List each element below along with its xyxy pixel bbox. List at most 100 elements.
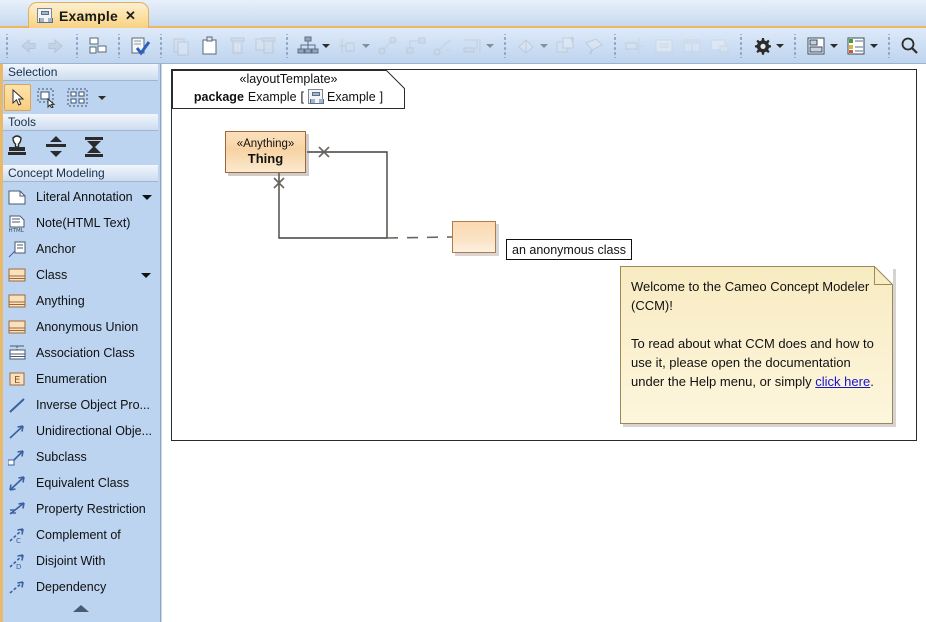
- forward-icon[interactable]: [43, 33, 69, 59]
- grid-icon[interactable]: [679, 33, 705, 59]
- palette-item-label: Enumeration: [36, 372, 107, 386]
- rubber-band-select-icon[interactable]: [34, 84, 61, 111]
- class-stereotype: «Anything»: [236, 138, 295, 150]
- toolbar-grip[interactable]: [501, 33, 509, 58]
- toolbar-grip[interactable]: [157, 33, 165, 58]
- legend-icon[interactable]: [843, 33, 869, 59]
- delete-all-icon[interactable]: [253, 33, 279, 59]
- toolbar-grip[interactable]: [611, 33, 619, 58]
- line-style-oblique-icon[interactable]: [431, 33, 457, 59]
- toolbar-grip[interactable]: [737, 33, 745, 58]
- palette-item-association-class[interactable]: Association Class: [0, 340, 160, 366]
- search-icon[interactable]: [897, 33, 923, 59]
- chevron-down-icon[interactable]: [830, 43, 838, 48]
- palette-item-property-restriction[interactable]: Property Restriction: [0, 496, 160, 522]
- toolbar-group-layout: [294, 30, 498, 62]
- note-paragraph-1: Welcome to the Cameo Concept Modeler (CC…: [631, 279, 870, 313]
- chevron-down-icon[interactable]: [776, 43, 784, 48]
- back-icon[interactable]: [15, 33, 41, 59]
- chevron-down-icon[interactable]: [870, 43, 878, 48]
- paste-icon[interactable]: [197, 33, 223, 59]
- palette-item-literal-annotation[interactable]: Literal Annotation: [0, 184, 160, 210]
- class-icon: [8, 267, 27, 284]
- close-icon[interactable]: ✕: [125, 7, 136, 23]
- package-header[interactable]: «layoutTemplate» package Example [ Examp…: [172, 70, 405, 110]
- palette-section-selection[interactable]: Selection: [2, 64, 158, 81]
- note-paragraph-2-text: To read about what CCM does and how to u…: [631, 336, 874, 389]
- pointer-icon[interactable]: [4, 84, 31, 111]
- delete-icon[interactable]: [225, 33, 251, 59]
- gear-icon[interactable]: [749, 33, 775, 59]
- welcome-note[interactable]: Welcome to the Cameo Concept Modeler (CC…: [620, 266, 893, 424]
- palette-item-disjoint-with[interactable]: D Disjoint With: [0, 548, 160, 574]
- hierarchy-layout-icon[interactable]: [295, 33, 321, 59]
- palette-item-equivalent-class[interactable]: Equivalent Class: [0, 470, 160, 496]
- palette-item-inverse-object-property[interactable]: Inverse Object Pro...: [0, 392, 160, 418]
- same-size-icon[interactable]: [651, 33, 677, 59]
- palette-item-enumeration[interactable]: E Enumeration: [0, 366, 160, 392]
- palette-item-subclass[interactable]: Subclass: [0, 444, 160, 470]
- orthogonal-layout-icon[interactable]: [335, 33, 361, 59]
- palette-item-label: Complement of: [36, 528, 121, 542]
- bring-to-front-icon[interactable]: [553, 33, 579, 59]
- class-node-thing[interactable]: «Anything» Thing: [225, 131, 306, 173]
- toolbar-group-clipboard: [168, 30, 280, 62]
- chevron-down-icon[interactable]: [362, 43, 370, 48]
- align-vertical-icon[interactable]: [44, 135, 68, 161]
- palette-item-class[interactable]: Class: [0, 262, 160, 288]
- palette-item-label: Inverse Object Pro...: [36, 398, 150, 412]
- toolbar-grip[interactable]: [3, 33, 11, 58]
- line-style-diagonal-icon[interactable]: [375, 33, 401, 59]
- palette-section-concept-modeling[interactable]: Concept Modeling: [2, 165, 158, 182]
- chevron-down-icon[interactable]: [98, 95, 106, 100]
- note-icon: [8, 189, 27, 206]
- palette-item-unidirectional-object-property[interactable]: Unidirectional Obje...: [0, 418, 160, 444]
- complement-of-icon: C: [8, 527, 27, 545]
- toolbar-grip[interactable]: [791, 33, 799, 58]
- property-restriction-icon: [8, 501, 27, 518]
- align-horizontal-icon[interactable]: [82, 135, 106, 161]
- toolbar-grip[interactable]: [115, 33, 123, 58]
- collapse-up-icon[interactable]: [0, 605, 161, 612]
- select-all-icon[interactable]: [64, 84, 91, 111]
- class-name: Thing: [247, 151, 284, 166]
- diagram-tab-example[interactable]: Example ✕: [28, 2, 149, 28]
- align-icon[interactable]: [623, 33, 649, 59]
- format-painter-icon[interactable]: [581, 33, 607, 59]
- palette-item-label: Anything: [36, 294, 85, 308]
- fill-color-icon[interactable]: [513, 33, 539, 59]
- palette-item-anonymous-union[interactable]: Anonymous Union: [0, 314, 160, 340]
- line-style-bezier-icon[interactable]: [459, 33, 485, 59]
- copy-icon[interactable]: [169, 33, 195, 59]
- documentation-link[interactable]: click here: [815, 374, 871, 389]
- toolbar-group-navigation: [14, 30, 70, 62]
- palette-item-dependency[interactable]: Dependency: [0, 574, 160, 600]
- palette-section-tools[interactable]: Tools: [2, 114, 158, 131]
- package-stereotype: «layoutTemplate»: [239, 72, 338, 86]
- chevron-down-icon[interactable]: [141, 194, 152, 200]
- palette-item-label: Disjoint With: [36, 554, 106, 568]
- chevron-down-icon[interactable]: [322, 43, 330, 48]
- palette-item-complement-of[interactable]: C Complement of: [0, 522, 160, 548]
- tools-row: [0, 131, 160, 165]
- chevron-down-icon[interactable]: [141, 272, 151, 278]
- palette-item-note-html-text[interactable]: HTML Note(HTML Text): [0, 210, 160, 236]
- diagram-canvas[interactable]: «layoutTemplate» package Example [ Examp…: [161, 64, 926, 622]
- validate-icon[interactable]: [127, 33, 153, 59]
- palette-item-anchor[interactable]: Anchor: [0, 236, 160, 262]
- select-in-containment-tree-icon[interactable]: [85, 33, 111, 59]
- anonymous-class-label[interactable]: an anonymous class: [506, 239, 632, 260]
- chevron-down-icon[interactable]: [486, 43, 494, 48]
- toolbar-grip[interactable]: [283, 33, 291, 58]
- anonymous-class-node[interactable]: [452, 221, 496, 253]
- layout-panes-icon[interactable]: [803, 33, 829, 59]
- palette-item-anything[interactable]: Anything: [0, 288, 160, 314]
- frame-icon[interactable]: [707, 33, 733, 59]
- toolbar-grip[interactable]: [885, 33, 893, 58]
- line-style-rectilinear-icon[interactable]: [403, 33, 429, 59]
- toolbar-group-styling: [512, 30, 608, 62]
- toolbar-grip[interactable]: [73, 33, 81, 58]
- chevron-down-icon[interactable]: [540, 43, 548, 48]
- stamp-icon[interactable]: [6, 135, 30, 161]
